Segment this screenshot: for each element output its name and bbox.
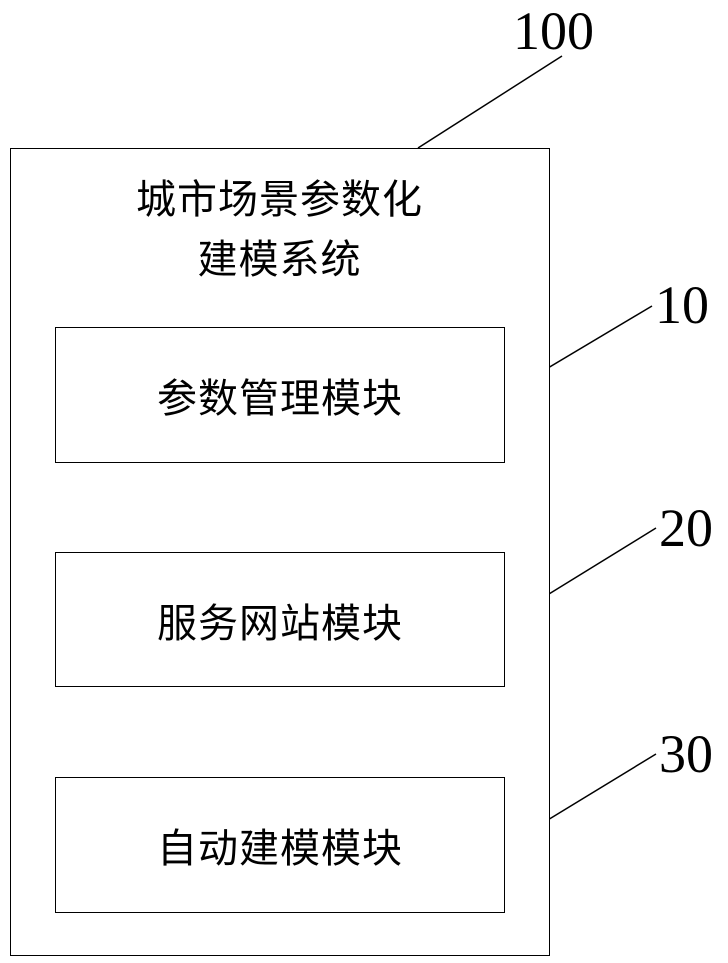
module-box-parameter-management: 参数管理模块 (55, 327, 505, 463)
ref-label-100: 100 (513, 1, 594, 61)
system-title: 城市场景参数化 建模系统 (10, 170, 549, 290)
ref-label-10: 10 (655, 275, 709, 335)
ref-label-20: 20 (659, 498, 713, 558)
module-box-service-website: 服务网站模块 (55, 552, 505, 687)
system-title-line2: 建模系统 (197, 237, 362, 283)
module-box-auto-modeling: 自动建模模块 (55, 777, 505, 913)
system-title-line1: 城市场景参数化 (136, 177, 423, 223)
ref-label-30: 30 (659, 724, 713, 784)
module-label: 参数管理模块 (157, 376, 403, 422)
module-label: 服务网站模块 (157, 600, 403, 647)
leader-line-100 (417, 55, 563, 149)
module-label: 自动建模模块 (157, 826, 403, 872)
